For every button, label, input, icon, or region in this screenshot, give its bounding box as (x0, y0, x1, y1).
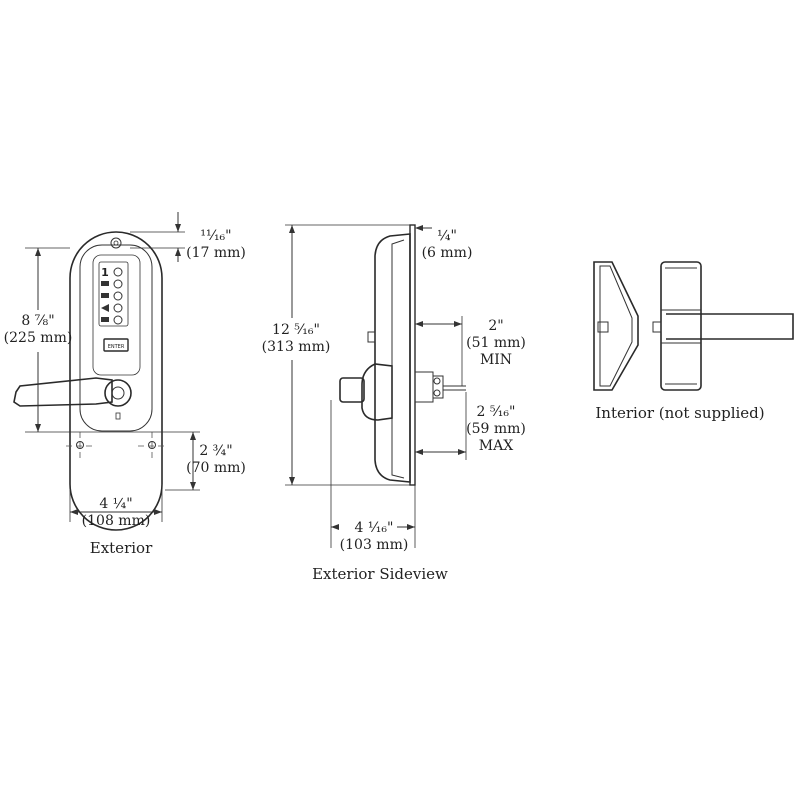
sideview-caption: Exterior Sideview (312, 565, 448, 583)
door-min-imperial: 2" (488, 318, 504, 334)
keypad-key: 1 (101, 266, 123, 279)
door-max-label: 2 ⁵⁄₁₆" (59 mm) MAX (458, 404, 534, 455)
exterior-width-label: 4 ¼" (108 mm) (78, 496, 154, 530)
keypad-key (101, 315, 123, 325)
door-max-imperial: 2 ⁵⁄₁₆" (476, 404, 516, 420)
exterior-width-imperial: 4 ¼" (99, 496, 133, 512)
door-min-note: MIN (479, 352, 513, 368)
interior-drawing (593, 261, 794, 391)
exterior-top-offset-label: ¹¹⁄₁₆" (17 mm) (178, 228, 254, 262)
side-height-metric: (313 mm) (261, 339, 331, 355)
side-plate-label: ¼" (6 mm) (414, 228, 480, 262)
door-min-label: 2" (51 mm) MIN (458, 318, 534, 369)
exterior-height-metric: (225 mm) (3, 330, 73, 346)
exterior-bottom-imperial: 2 ¾" (199, 443, 233, 459)
side-height-imperial: 12 ⁵⁄₁₆" (272, 322, 320, 338)
side-depth-label: 4 ¹⁄₁₆" (103 mm) (334, 520, 414, 554)
side-plate-imperial: ¼" (436, 228, 457, 244)
keypad-key (101, 279, 123, 289)
exterior-caption: Exterior (89, 539, 153, 557)
side-depth-imperial: 4 ¹⁄₁₆" (354, 520, 394, 536)
exterior-height-imperial: 8 ⅞" (21, 313, 55, 329)
exterior-top-offset-imperial: ¹¹⁄₁₆" (200, 228, 232, 244)
interior-caption: Interior (not supplied) (595, 404, 765, 422)
exterior-height-label: 8 ⅞" (225 mm) (0, 313, 76, 347)
exterior-bottom-metric: (70 mm) (186, 460, 246, 476)
sideview-drawing (339, 224, 466, 486)
sideview-dimensions (285, 224, 467, 548)
keypad-key (101, 303, 123, 313)
door-max-note: MAX (478, 438, 514, 454)
enter-button-label: ENTER (108, 344, 125, 350)
door-max-metric: (59 mm) (466, 421, 526, 437)
keypad-key-label: 1 (101, 266, 109, 279)
keypad-keys: 1 (101, 266, 123, 325)
keypad-key (101, 291, 123, 301)
side-height-label: 12 ⁵⁄₁₆" (313 mm) (256, 322, 336, 356)
exterior-bottom-label: 2 ¾" (70 mm) (178, 443, 254, 477)
exterior-dimensions (25, 212, 200, 522)
side-plate-metric: (6 mm) (421, 245, 473, 261)
side-depth-metric: (103 mm) (339, 537, 409, 553)
exterior-width-metric: (108 mm) (81, 513, 151, 529)
door-min-metric: (51 mm) (466, 335, 526, 351)
exterior-top-offset-metric: (17 mm) (186, 245, 246, 261)
exterior-view-drawing (13, 231, 166, 531)
